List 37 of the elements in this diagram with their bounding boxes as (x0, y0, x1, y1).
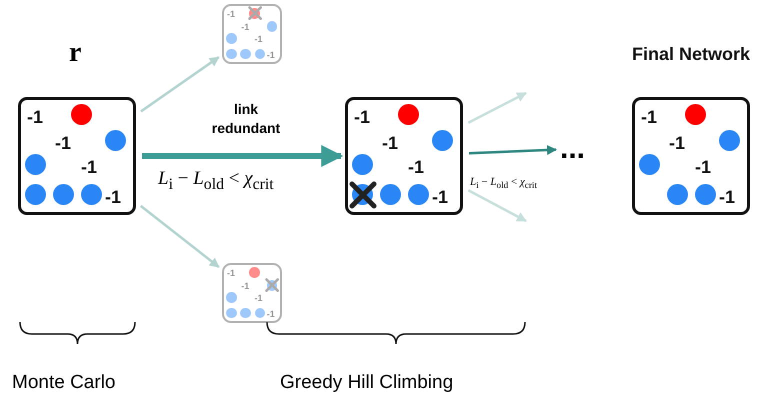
weight-label: -1 (354, 108, 370, 126)
network-box (18, 97, 136, 215)
weight-label: -1 (241, 282, 250, 292)
heading: Final Network (632, 45, 750, 63)
arrow (140, 204, 220, 268)
formula-label: L$_{i}$ − L$_{old}$ < χ$_{crit}$ (158, 168, 274, 194)
arrow (142, 145, 344, 167)
weight-label: -1 (105, 188, 122, 206)
network-box (222, 263, 282, 323)
weight-label: -1 (669, 134, 686, 152)
weight-label: -1 (382, 134, 398, 152)
arrow (140, 56, 220, 112)
weight-label: -1 (641, 108, 658, 126)
network-box (222, 4, 282, 64)
weight-label: -1 (241, 23, 250, 32)
weight-label: -1 (254, 35, 263, 44)
arrow (468, 145, 557, 156)
weight-label: -1 (81, 158, 98, 176)
network-box (345, 97, 463, 215)
formula-label: L$_{i}$ − L$_{old}$ < χ$_{crit}$ (470, 176, 537, 190)
weight-label: -1 (408, 158, 424, 176)
variable-label: r (69, 37, 82, 69)
weight-label: -1 (227, 269, 236, 278)
weight-label: -1 (227, 10, 236, 20)
weight-label: -1 (55, 134, 72, 152)
weight-label: -1 (695, 158, 712, 176)
weight-label: -1 (254, 294, 263, 304)
weight-label: -1 (27, 108, 44, 126)
stage-label: Greedy Hill Climbing (280, 372, 454, 394)
weight-label: -1 (719, 188, 736, 206)
weight-label: -1 (432, 188, 448, 206)
arrow (468, 189, 527, 222)
stage-label: Monte Carlo (12, 372, 116, 394)
arrow (468, 92, 527, 124)
ellipsis: ... (560, 134, 586, 164)
weight-label: -1 (266, 310, 275, 319)
weight-label: -1 (266, 50, 275, 60)
